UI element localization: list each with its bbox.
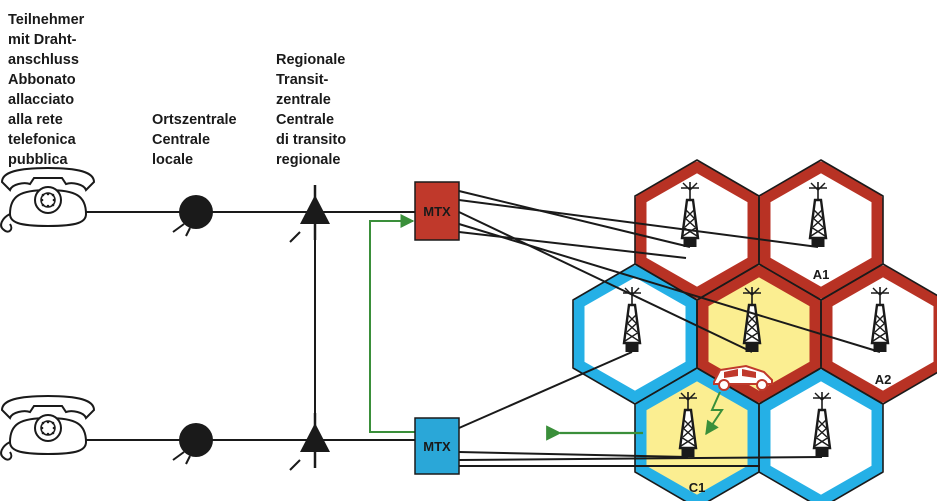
mtx-top-box: MTX — [414, 181, 460, 241]
mtx-top-label: MTX — [423, 204, 451, 219]
cell-label-a1: A1 — [813, 267, 830, 282]
mtx-bottom-label: MTX — [423, 439, 451, 454]
cell-label-c1: C1 — [689, 480, 706, 495]
transit-exchange-icon — [289, 413, 330, 471]
mtx-bottom-box: MTX — [414, 417, 460, 475]
local-exchange-icon — [172, 195, 213, 237]
telephone-icon — [0, 167, 95, 233]
regional-transit-label: Regionale Transit- zentrale Centrale di … — [276, 52, 347, 168]
local-exchange-icon — [172, 423, 213, 465]
wired-network — [84, 211, 415, 441]
telephone-icon — [0, 395, 95, 461]
cell-label-a2: A2 — [875, 372, 892, 387]
mtx-links — [458, 190, 881, 467]
local-exchange-label: Ortszentrale Centrale locale — [152, 112, 237, 168]
car-icon — [713, 364, 773, 391]
cell-outlines — [572, 159, 937, 501]
subscriber-label: Teilnehmer mit Draht- anschluss Abbonato… — [8, 12, 85, 168]
signal-arrows — [369, 214, 724, 441]
transit-exchange-icon — [289, 185, 330, 243]
cell-borders — [573, 161, 937, 501]
